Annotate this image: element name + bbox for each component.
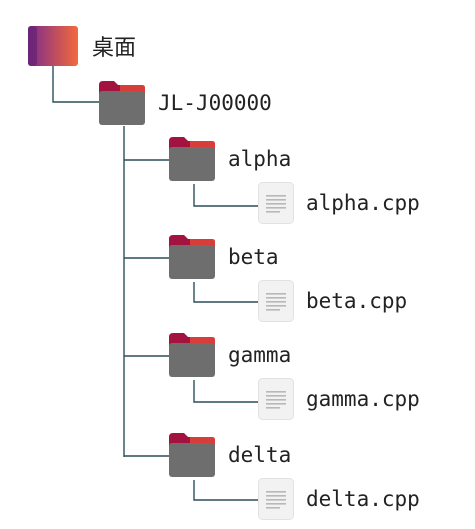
tree-node-label: gamma: [228, 343, 292, 367]
file-icon: [258, 378, 294, 420]
connector-root-project: [52, 66, 100, 103]
tree-node-desktop[interactable]: 桌面: [28, 26, 136, 66]
folder-icon: [168, 136, 216, 182]
tree-node-label: 桌面: [92, 36, 137, 61]
tree-node-folder-beta[interactable]: beta: [168, 234, 279, 280]
tree-node-label: alpha.cpp: [306, 191, 420, 215]
tree-node-label: alpha: [228, 147, 292, 171]
tree-node-label: delta.cpp: [306, 487, 420, 511]
tree-node-label: JL-J00000: [158, 91, 272, 115]
connector-beta-file: [193, 282, 258, 303]
folder-icon: [168, 432, 216, 478]
tree-node-label: gamma.cpp: [306, 387, 420, 411]
folder-icon: [168, 332, 216, 378]
tree-node-folder-gamma[interactable]: gamma: [168, 332, 291, 378]
connector-gamma-file: [193, 380, 258, 403]
file-icon: [258, 182, 294, 224]
tree-node-folder-delta[interactable]: delta: [168, 432, 291, 478]
folder-icon: [168, 234, 216, 280]
file-icon: [258, 280, 294, 322]
connector-delta-file: [193, 480, 258, 501]
tree-node-label: beta: [228, 245, 279, 269]
tree-node-project[interactable]: JL-J00000: [98, 80, 272, 126]
tree-node-label: delta: [228, 443, 292, 467]
tree-node-file-beta-cpp[interactable]: beta.cpp: [258, 280, 407, 322]
tree-node-folder-alpha[interactable]: alpha: [168, 136, 291, 182]
tree-node-file-gamma-cpp[interactable]: gamma.cpp: [258, 378, 420, 420]
file-icon: [258, 478, 294, 520]
folder-icon: [98, 80, 146, 126]
connector-alpha-file: [193, 184, 258, 207]
desktop-icon: [28, 26, 78, 66]
tree-node-file-alpha-cpp[interactable]: alpha.cpp: [258, 182, 420, 224]
tree-node-label: beta.cpp: [306, 289, 408, 313]
tree-node-file-delta-cpp[interactable]: delta.cpp: [258, 478, 420, 520]
